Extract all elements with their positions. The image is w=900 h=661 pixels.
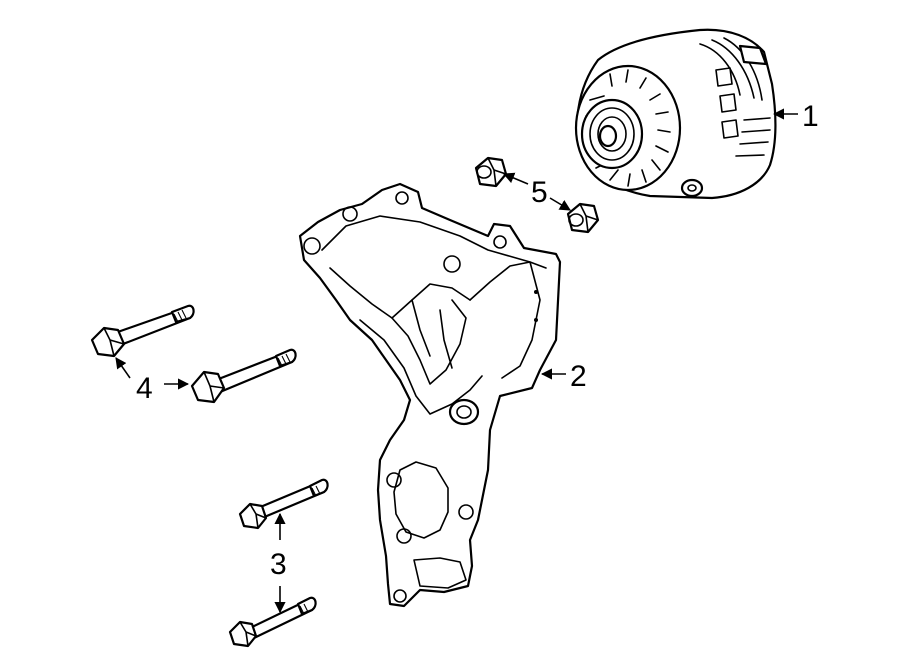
callout-4: 4 [136,372,153,405]
bolt-lower-lower [228,596,317,648]
bolt-upper-left [90,304,195,358]
callout-1: 1 [802,100,819,133]
callout-5: 5 [531,176,548,209]
alternator [574,28,777,200]
mounting-bracket [298,182,562,608]
callout-3: 3 [270,548,287,581]
callout-2: 2 [570,360,587,393]
bolt-lower-upper [238,478,329,530]
nut-lower [566,202,600,234]
nut-upper [474,156,508,188]
leader-4 [115,357,190,390]
leader-5 [502,172,571,211]
bolt-upper-right [190,348,297,404]
